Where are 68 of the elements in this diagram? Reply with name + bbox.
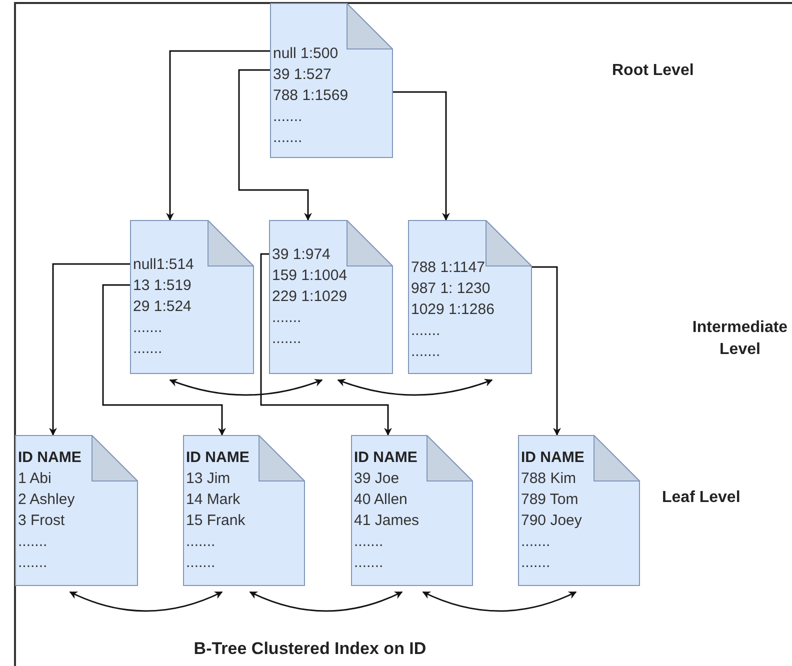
column-header: ID NAME <box>18 448 82 468</box>
entry-text: ....... <box>273 128 304 148</box>
entry-text: 13 Jim <box>186 469 232 489</box>
sibling-link-arrow <box>69 591 223 612</box>
page-document <box>183 435 305 586</box>
entry-text: ....... <box>186 553 216 573</box>
page-document <box>518 435 640 586</box>
entry-text: 41 James <box>354 511 420 531</box>
entry-text: ....... <box>521 553 552 573</box>
entry-text: ....... <box>354 553 384 573</box>
entry-text: 39 1:527 <box>273 65 332 85</box>
sibling-link-arrow <box>249 591 403 612</box>
entry-text: 39 1:974 <box>272 245 332 265</box>
entry-text: 987 1: 1230 <box>411 279 492 299</box>
page-document <box>269 220 393 374</box>
entry-text: 788 Kim <box>521 469 578 489</box>
column-header: ID NAME <box>354 448 418 468</box>
page-document <box>15 435 138 586</box>
pointer-arrow <box>102 284 226 436</box>
entry-text: ....... <box>411 321 442 341</box>
entry-text: ....... <box>521 532 552 552</box>
entry-text: ....... <box>272 329 302 349</box>
entry-text: 29 1:524 <box>133 297 192 317</box>
entry-text: 13 1:519 <box>133 276 192 296</box>
entry-text: null1:514 <box>133 255 194 275</box>
level-label: Root Level <box>612 61 695 81</box>
entry-text: 40 Allen <box>354 490 408 510</box>
entry-text: ....... <box>18 553 48 573</box>
pointer-arrow <box>49 263 130 436</box>
pointer-arrow <box>166 50 270 221</box>
level-label: Intermediate Level <box>691 318 789 360</box>
entry-text: 788 1:1147 <box>411 258 486 278</box>
level-label: Leaf Level <box>662 488 742 508</box>
sibling-link-arrow <box>422 591 577 612</box>
page-document <box>130 220 254 374</box>
entry-text: 790 Joey <box>521 511 583 531</box>
entry-text: 3 Frost <box>18 511 66 531</box>
entry-text: ....... <box>186 532 216 552</box>
entry-text: ....... <box>411 342 442 362</box>
page-document <box>270 3 393 158</box>
entry-text: 788 1:1569 <box>273 86 348 106</box>
entry-text: 229 1:1029 <box>272 287 348 307</box>
page-document <box>408 220 532 374</box>
column-header: ID NAME <box>186 448 250 468</box>
entry-text: 159 1:1004 <box>272 266 348 286</box>
sibling-link-arrow <box>169 378 323 396</box>
caption: B-Tree Clustered Index on ID <box>192 638 428 660</box>
sibling-link-arrow <box>337 378 493 396</box>
entry-text: ....... <box>354 532 384 552</box>
entry-text: 2 Ashley <box>18 490 76 510</box>
column-header: ID NAME <box>521 448 584 468</box>
entry-text: 1029 1:1286 <box>411 300 494 320</box>
pointer-arrow <box>260 253 392 436</box>
pointer-arrow <box>532 266 561 436</box>
entry-text: 39 Joe <box>354 469 400 489</box>
entry-text: ....... <box>133 318 164 338</box>
entry-text: ....... <box>272 308 302 328</box>
pointer-arrow <box>393 91 450 221</box>
entry-text: ....... <box>18 532 48 552</box>
entry-text: 789 Tom <box>521 490 580 510</box>
entry-text: ....... <box>273 107 304 127</box>
pointer-arrow <box>238 69 312 221</box>
entry-text: null 1:500 <box>273 44 340 64</box>
entry-text: ....... <box>133 339 164 359</box>
entry-text: 14 Mark <box>186 490 242 510</box>
entry-text: 1 Abi <box>18 469 52 489</box>
page-document <box>351 435 473 586</box>
entry-text: 15 Frank <box>186 511 246 531</box>
